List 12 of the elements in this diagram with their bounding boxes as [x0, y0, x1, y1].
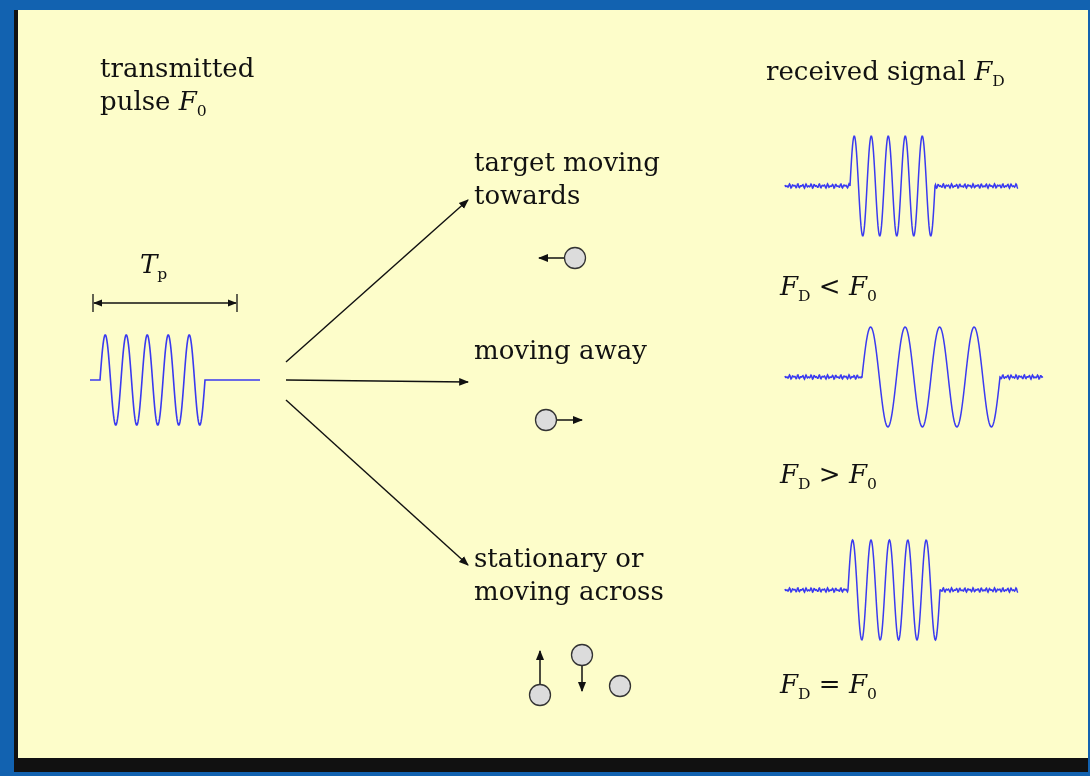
signal-caption: received signal F$_{D}$ — [766, 55, 1005, 92]
arrow — [285, 199, 469, 363]
arrow — [285, 399, 469, 566]
pulse-caption: transmitted pulse F$_{0}$ — [100, 52, 256, 122]
frequency-relation: F$_{D}$ = F$_{0}$ — [780, 668, 877, 705]
arrow — [285, 378, 469, 386]
frequency-relation: F$_{D}$ > F$_{0}$ — [780, 458, 877, 495]
frequency-relation: F$_{D}$ < F$_{0}$ — [780, 270, 877, 307]
pulse-width-label: T$_{p}$ — [140, 248, 168, 285]
target-motion-label: moving away — [474, 334, 648, 367]
target-motion-label: stationary or moving across — [474, 542, 665, 607]
target-motion-label: target moving towards — [474, 146, 661, 211]
